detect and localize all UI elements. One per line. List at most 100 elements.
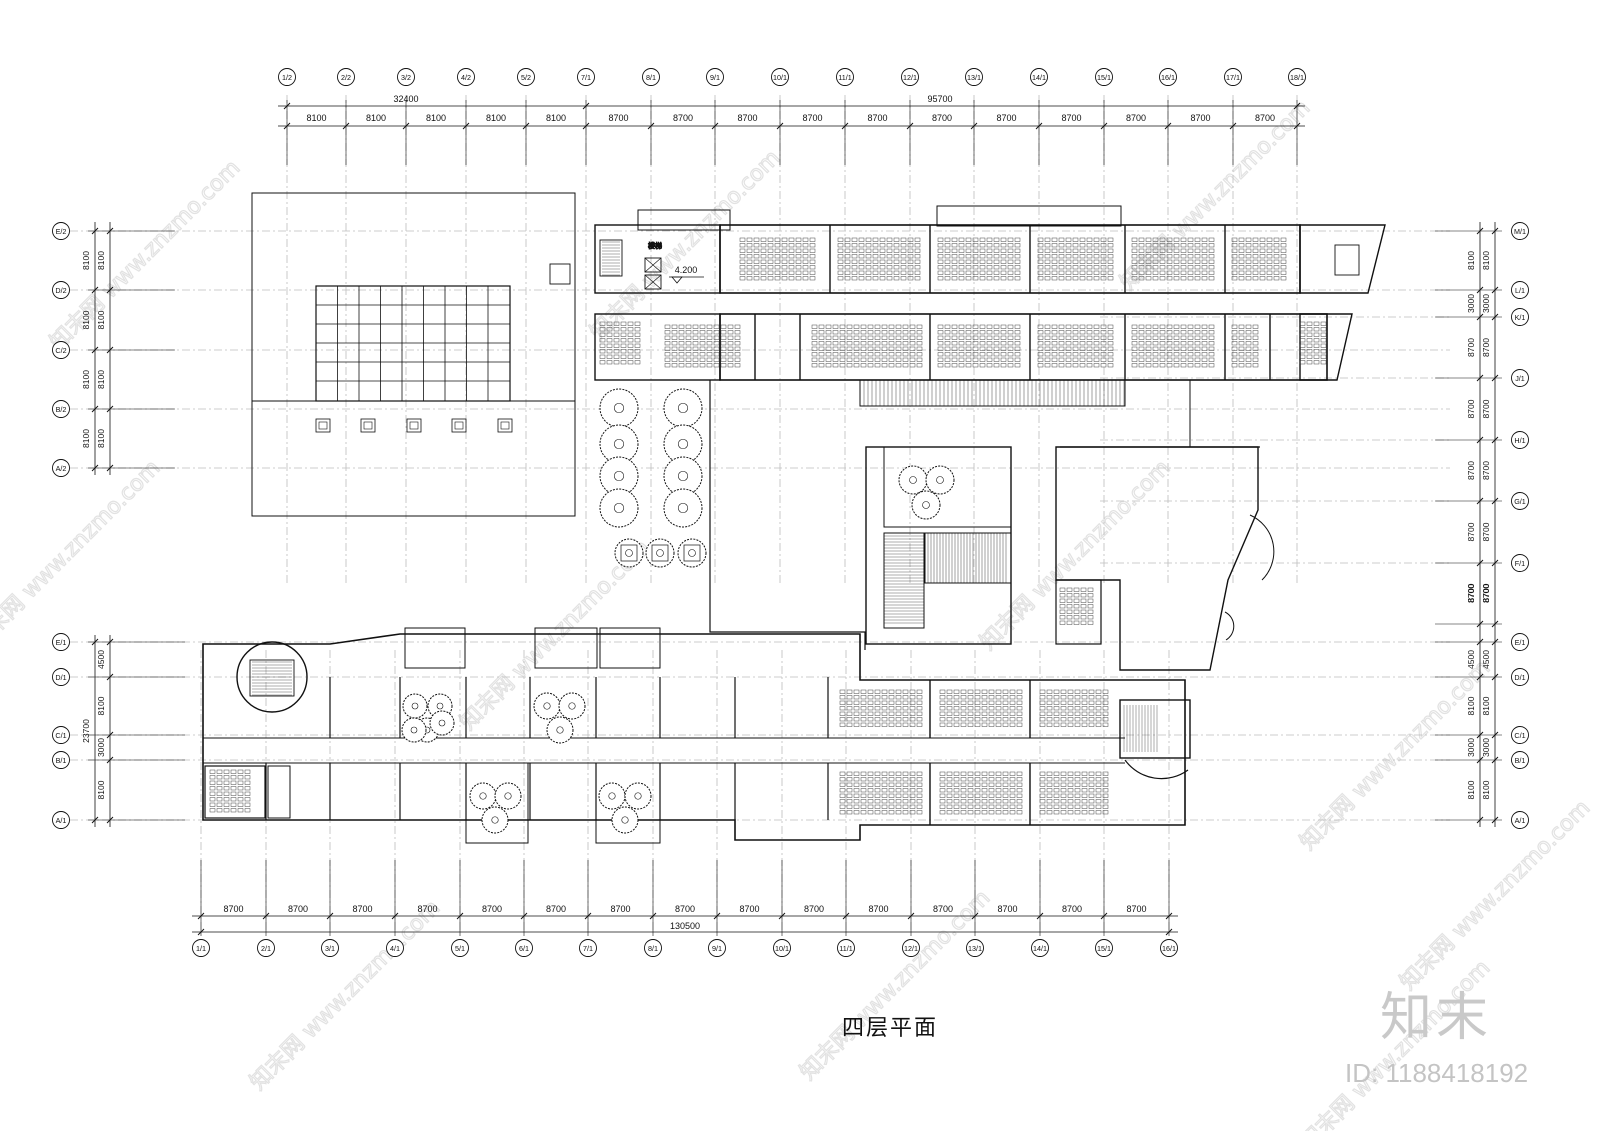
desk [881, 804, 888, 809]
desk [995, 722, 1002, 727]
desk [727, 330, 734, 335]
watermark-text: 知末网 www.znzmo.com [1395, 795, 1596, 996]
desk [1007, 270, 1014, 275]
desk [1088, 711, 1095, 716]
desk [1152, 341, 1159, 346]
desk [972, 324, 979, 329]
desk [1065, 265, 1072, 270]
desk [1058, 259, 1065, 264]
desk [874, 782, 881, 787]
desk [809, 265, 816, 270]
left-axis-bubble: B/2 [52, 400, 70, 418]
desk [860, 711, 867, 716]
desk [974, 810, 981, 815]
desk [1060, 717, 1067, 722]
desk [1037, 357, 1044, 362]
desk [993, 324, 1000, 329]
desk [1100, 248, 1107, 253]
desk [988, 799, 995, 804]
desk [1245, 237, 1252, 242]
desk [914, 265, 921, 270]
desk [874, 700, 881, 705]
desk [781, 270, 788, 275]
desk [1086, 237, 1093, 242]
desk [974, 700, 981, 705]
desk [1102, 793, 1109, 798]
dim-value: 8700 [868, 904, 888, 914]
dim-tick [197, 912, 205, 920]
desk [1138, 324, 1145, 329]
left-axis-bubble: D/1 [52, 668, 70, 686]
desk [781, 276, 788, 281]
desk [853, 689, 860, 694]
desk [767, 248, 774, 253]
dim-value: 8700 [802, 113, 822, 123]
desk [1086, 276, 1093, 281]
dim-value: 8700 [352, 904, 372, 914]
desk [1051, 270, 1058, 275]
desk [867, 352, 874, 357]
desk [1009, 782, 1016, 787]
desk [1201, 357, 1208, 362]
desk [1080, 615, 1087, 620]
tree-canopy [401, 717, 427, 743]
axis-bubble-circle [337, 68, 355, 86]
desk [746, 259, 753, 264]
top-axis-bubble: 12/1 [901, 68, 919, 86]
desk [1007, 357, 1014, 362]
tree-trunk [677, 402, 689, 414]
desk [953, 711, 960, 716]
desk [914, 276, 921, 281]
tree-symbol [558, 692, 586, 720]
desk [902, 324, 909, 329]
desk [1086, 330, 1093, 335]
desk [995, 689, 1002, 694]
dim-tick [582, 122, 590, 130]
desk [1187, 237, 1194, 242]
desk [753, 243, 760, 248]
desk [951, 243, 958, 248]
desk [1208, 352, 1215, 357]
desk [988, 771, 995, 776]
desk [1102, 689, 1109, 694]
desk [881, 357, 888, 362]
dim-value: 8700 [804, 904, 824, 914]
desk [944, 363, 951, 368]
desk [860, 341, 867, 346]
desk [706, 330, 713, 335]
desk [1053, 793, 1060, 798]
watermark-text: 知末网 www.znzmo.com [975, 455, 1176, 656]
desk [1173, 259, 1180, 264]
desk [216, 797, 223, 802]
tree-canopy [925, 465, 955, 495]
desk [965, 265, 972, 270]
axis-bubble-circle [1511, 369, 1529, 387]
desk [1007, 330, 1014, 335]
desk [867, 341, 874, 346]
axis-bubble-label: 17/1 [1226, 73, 1240, 82]
dim-value: 8700 [1190, 113, 1210, 123]
desk [1131, 357, 1138, 362]
desk [909, 700, 916, 705]
desk [946, 711, 953, 716]
desk [781, 243, 788, 248]
desk [1320, 349, 1327, 354]
desk [774, 276, 781, 281]
desk [972, 341, 979, 346]
desk [944, 237, 951, 242]
desk [853, 717, 860, 722]
desk [1238, 276, 1245, 281]
desk [1073, 587, 1080, 592]
dim-tick [776, 122, 784, 130]
desk [788, 237, 795, 242]
desk [879, 265, 886, 270]
tree-trunk [613, 438, 625, 450]
dim-tick [1491, 436, 1499, 444]
desk [865, 270, 872, 275]
desk [1081, 717, 1088, 722]
desk [1095, 777, 1102, 782]
desk [1059, 604, 1066, 609]
desk [1208, 270, 1215, 275]
desk [1201, 330, 1208, 335]
